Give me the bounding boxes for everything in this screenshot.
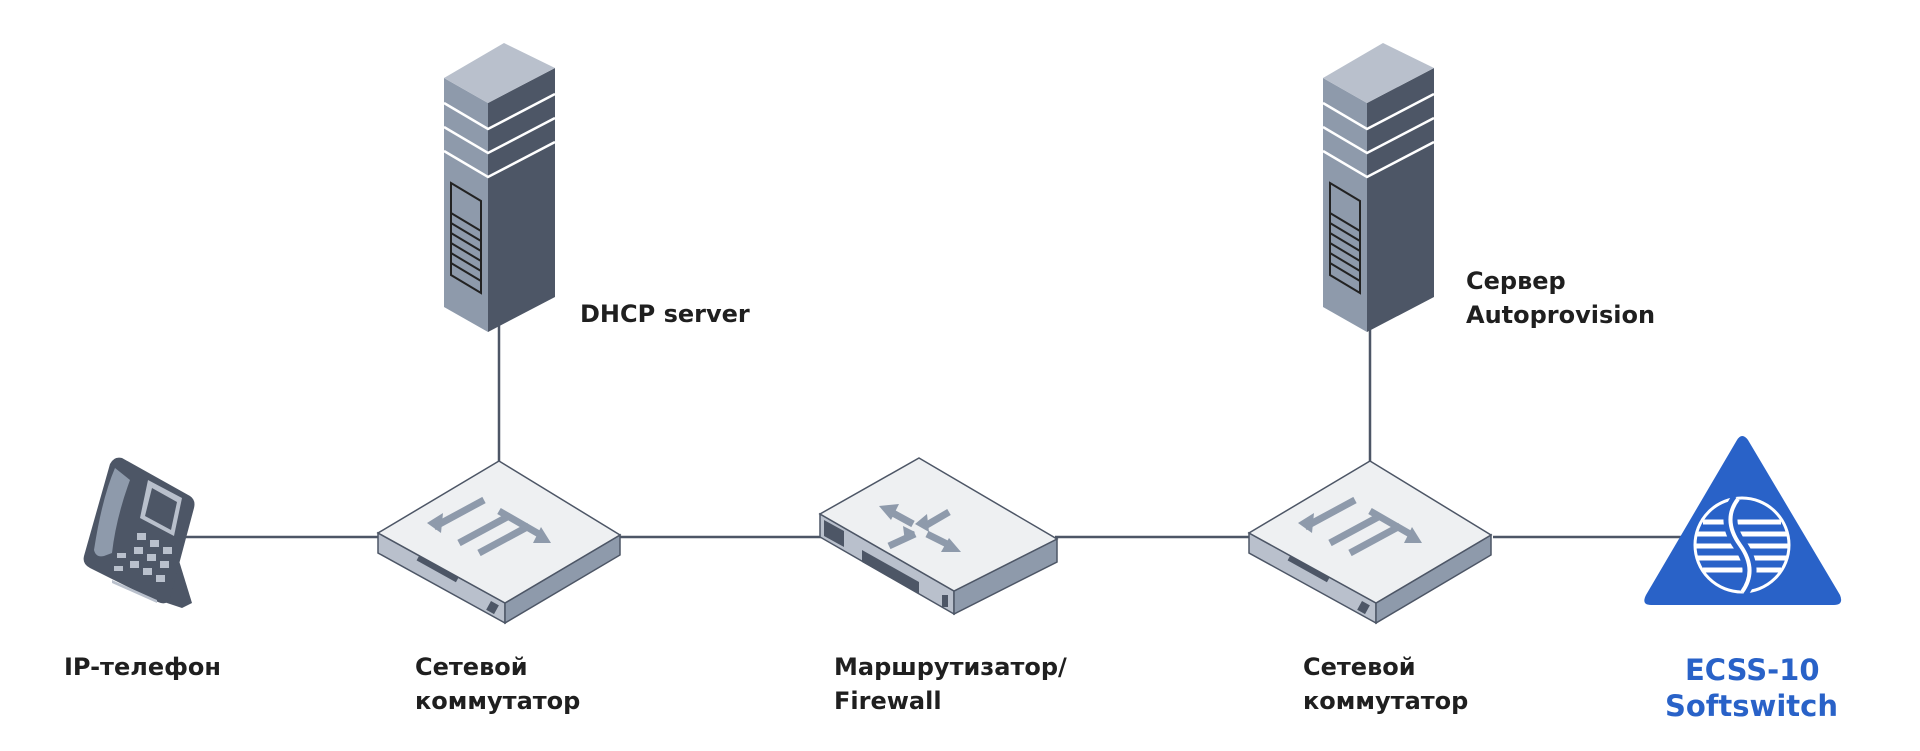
ip-phone-icon[interactable]: [83, 457, 195, 608]
ecss-label-line2: Softswitch: [1665, 689, 1838, 723]
dhcp-server-label: DHCP server: [580, 300, 750, 328]
autoprovision-label-line1: Сервер: [1466, 267, 1566, 295]
network-links: [185, 320, 1700, 539]
dhcp-server-icon[interactable]: [442, 41, 557, 334]
autoprovision-server-icon[interactable]: [1321, 41, 1436, 334]
switch2-label-line1: Сетевой: [1303, 653, 1416, 681]
router-icon[interactable]: [818, 457, 1059, 616]
router-label-line2: Firewall: [834, 687, 942, 715]
switch2-label-line2: коммутатор: [1303, 687, 1468, 715]
ecss-label-line1: ECSS-10: [1685, 653, 1820, 687]
network-switch-icon[interactable]: [378, 461, 620, 623]
network-switch-icon[interactable]: [1249, 461, 1491, 623]
ip-phone-label: IP-телефон: [64, 653, 221, 681]
ecss-softswitch-logo[interactable]: [1644, 436, 1842, 605]
autoprovision-label-line2: Autoprovision: [1466, 301, 1655, 329]
switch1-label-line1: Сетевой: [415, 653, 528, 681]
router-label-line1: Маршрутизатор/: [834, 653, 1067, 681]
switch1-label-line2: коммутатор: [415, 687, 580, 715]
